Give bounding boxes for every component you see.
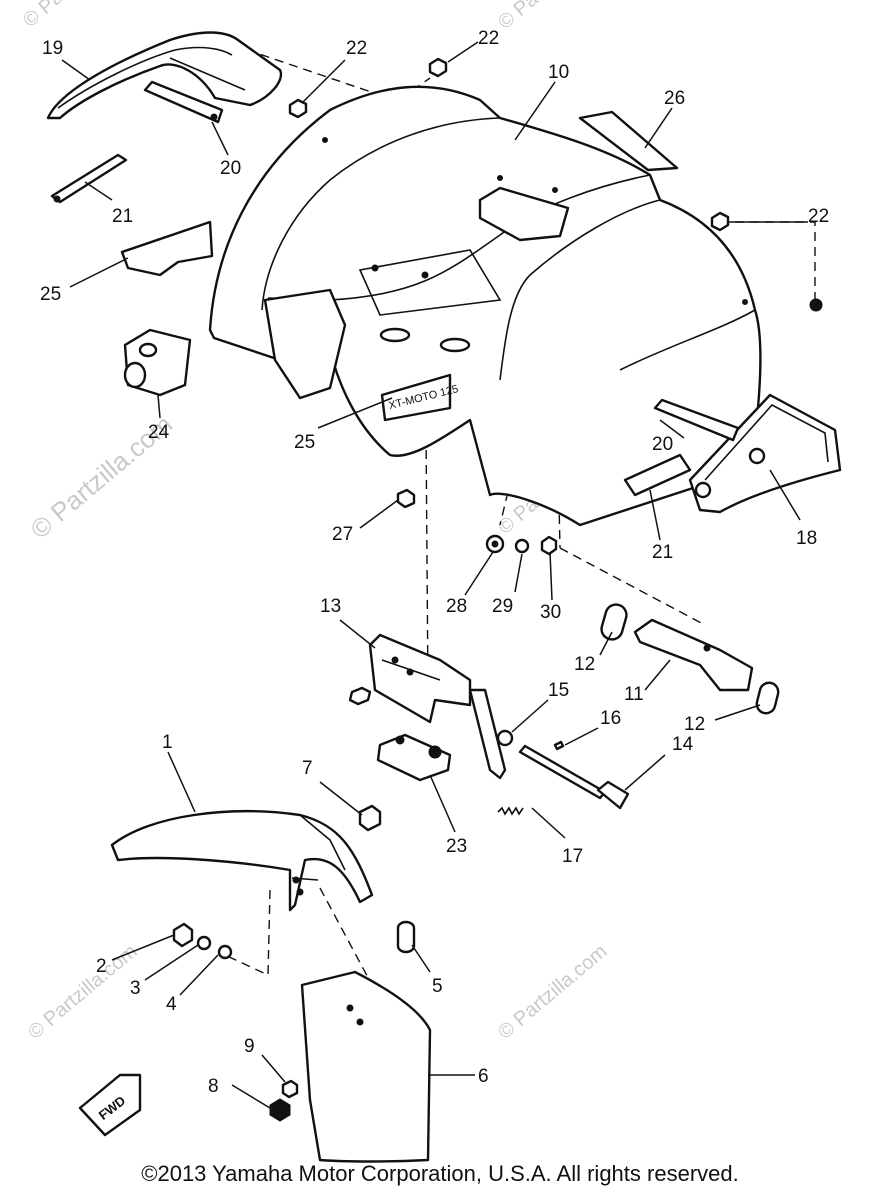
callout-22: 22: [478, 28, 499, 49]
watermark: © Partzilla.com: [19, 0, 136, 32]
callout-7: 7: [302, 758, 313, 779]
part-14-rod: [518, 744, 630, 810]
callout-30: 30: [540, 602, 561, 623]
part-23-plate: [376, 733, 452, 782]
callout-12: 12: [574, 654, 595, 675]
callout-18: 18: [796, 528, 817, 549]
part-25-decal: [120, 220, 214, 277]
callout-21: 21: [112, 206, 133, 227]
callout-21: 21: [652, 542, 673, 563]
callout-4: 4: [166, 994, 177, 1015]
part-17-spring: [497, 806, 524, 816]
callout-9: 9: [244, 1036, 255, 1057]
part-13-bracket: [348, 633, 507, 780]
fwd-arrow-icon: FWD: [78, 1073, 142, 1137]
part-10-rear-fender: XT-MOTO 125: [208, 85, 762, 527]
callout-20: 20: [220, 158, 241, 179]
callout-8: 8: [208, 1076, 219, 1097]
callout-27: 27: [332, 524, 353, 545]
callout-25: 25: [294, 432, 315, 453]
part-6-mudflap: [300, 970, 432, 1163]
part-5-damper: [396, 920, 416, 954]
part-21-stay: [623, 453, 692, 497]
part-26-decal: [578, 110, 679, 172]
callout-14: 14: [672, 734, 694, 755]
part-2-4-hardware: [172, 922, 233, 960]
callout-17: 17: [562, 846, 583, 867]
part-19-flap: [46, 31, 283, 120]
callout-1: 1: [162, 732, 173, 753]
callout-19: 19: [42, 38, 63, 59]
callout-23: 23: [446, 836, 467, 857]
callout-22: 22: [346, 38, 367, 59]
part-20-bracket: [143, 80, 224, 124]
part-12-bushings: [600, 603, 780, 715]
callout-12: 12: [684, 714, 705, 735]
part-8-nut: [269, 1098, 291, 1122]
part-16-pin: [553, 740, 565, 751]
part-11-stay: [633, 618, 754, 692]
part-28-30-hardware: [485, 534, 558, 556]
callout-16: 16: [600, 708, 621, 729]
part-15-washer: [496, 729, 514, 747]
callout-labels: 19 22 22 10 26 20 21 22 25 24 25 20 18 2…: [40, 28, 829, 1097]
callout-24: 24: [148, 422, 170, 443]
watermark: © Partzilla.com: [494, 0, 611, 34]
callout-6: 6: [478, 1066, 489, 1087]
callout-10: 10: [548, 62, 569, 83]
part-21-stay: [50, 153, 128, 204]
callout-11: 11: [624, 684, 644, 705]
part-27-bolt: [396, 488, 416, 509]
callout-5: 5: [432, 976, 443, 997]
part-9-screw: [281, 1079, 299, 1099]
part-22-bolts: [288, 57, 823, 312]
watermark: © Partzilla.com: [494, 940, 611, 1043]
callout-29: 29: [492, 596, 513, 617]
part-20-bracket: [653, 398, 740, 442]
callout-22: 22: [808, 206, 829, 227]
part-1-front-fender: [110, 804, 382, 912]
callout-3: 3: [130, 978, 141, 999]
part-24-box: [123, 328, 192, 397]
callout-13: 13: [320, 596, 341, 617]
callout-25: 25: [40, 284, 61, 305]
callout-15: 15: [548, 680, 569, 701]
callout-28: 28: [446, 596, 467, 617]
leader-lines: [61, 41, 808, 1109]
callout-26: 26: [664, 88, 685, 109]
copyright-notice: ©2013 Yamaha Motor Corporation, U.S.A. A…: [141, 1161, 739, 1186]
part-18-flap: [688, 393, 842, 514]
callout-2: 2: [96, 956, 107, 977]
callout-20: 20: [652, 434, 673, 455]
